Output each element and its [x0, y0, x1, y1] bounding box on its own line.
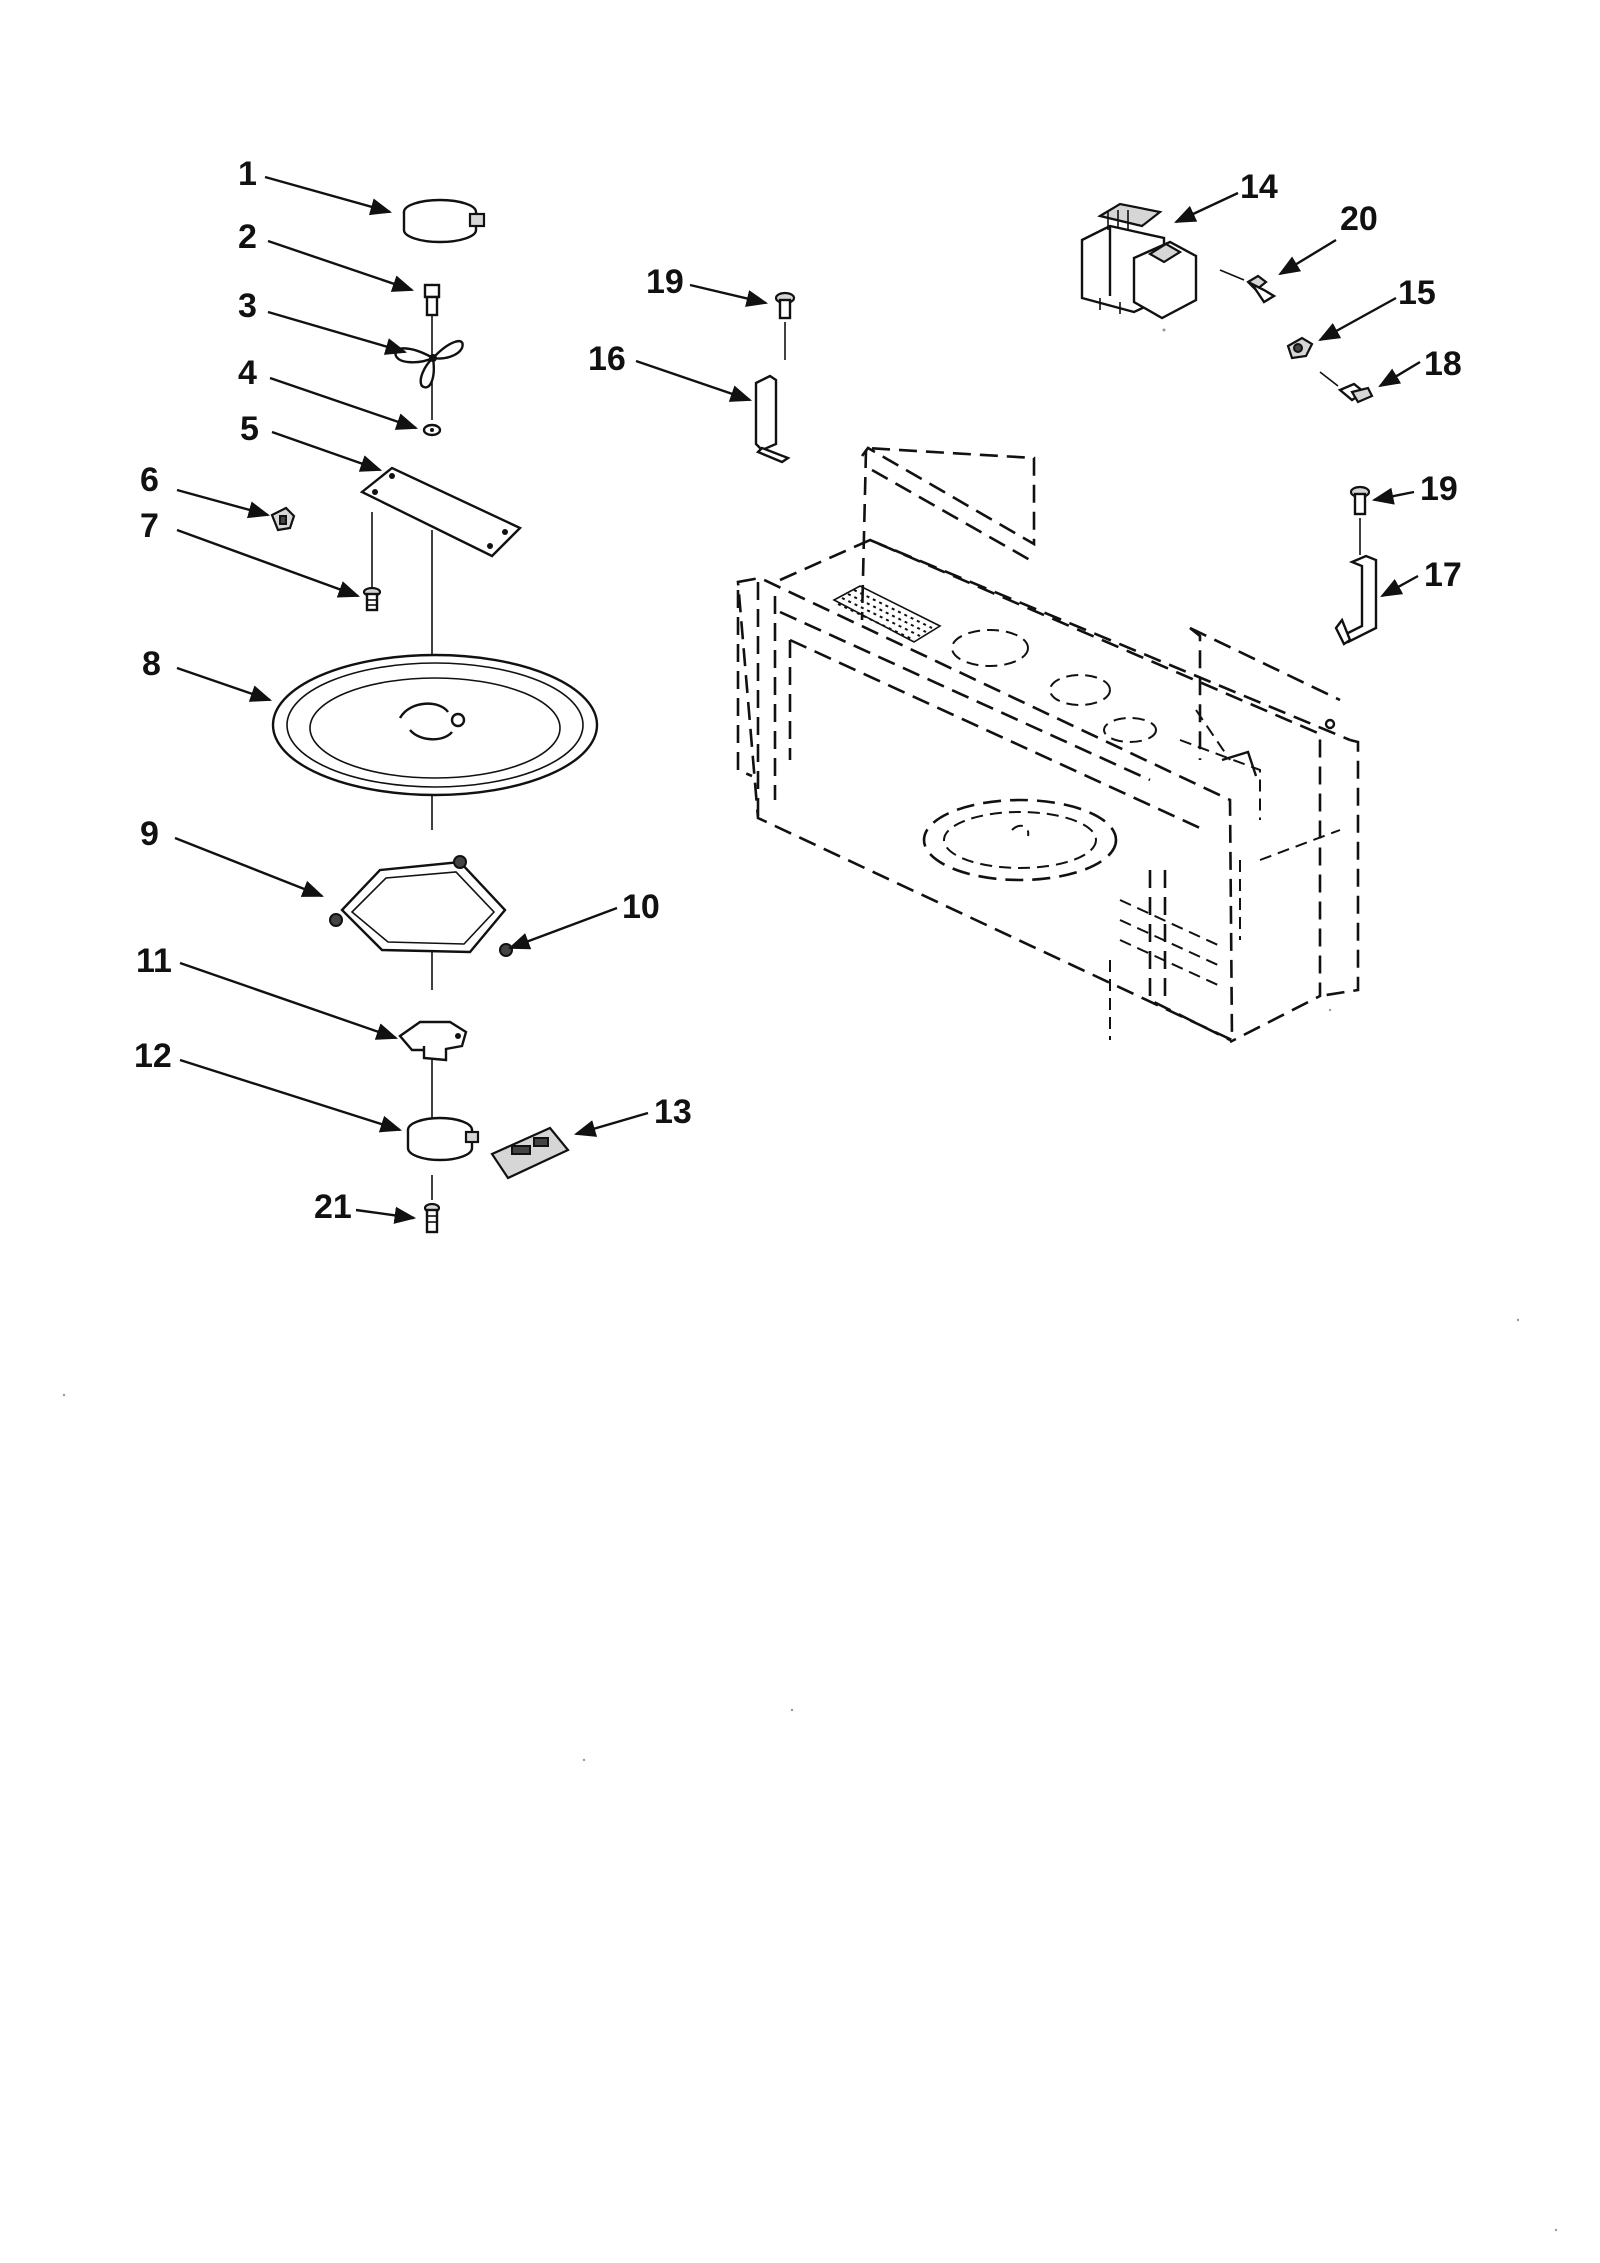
callout-4: 4 [238, 354, 257, 392]
callout-3: 3 [238, 287, 257, 325]
callout-15: 15 [1398, 274, 1436, 312]
callout-18: 18 [1424, 345, 1462, 383]
motor-part [402, 198, 486, 244]
callout-19-top: 19 [646, 263, 684, 301]
microwave-cavity-outline [736, 446, 1360, 1044]
screw-19b-part [1349, 485, 1371, 555]
screw-18-part [1319, 371, 1374, 404]
cover-plate-part [359, 466, 523, 558]
callout-17: 17 [1424, 556, 1462, 594]
callout-13: 13 [654, 1093, 692, 1131]
callout-20: 20 [1340, 200, 1378, 238]
callout-6: 6 [140, 461, 159, 499]
turntable-tray-part [271, 653, 599, 797]
roller-ring-part [329, 855, 513, 957]
callout-1: 1 [238, 155, 257, 193]
screw-19a-part [774, 291, 796, 360]
callout-9: 9 [140, 815, 159, 853]
callout-11: 11 [136, 942, 172, 980]
washer-part [422, 423, 442, 437]
callout-12: 12 [134, 1037, 172, 1075]
clip-part [270, 506, 296, 532]
callout-10: 10 [622, 888, 660, 926]
transformer-part [1080, 202, 1198, 320]
drive-motor-part [406, 1116, 480, 1162]
callout-2: 2 [238, 218, 257, 256]
screw-21-part [423, 1202, 441, 1234]
bracket-17-part [1334, 554, 1378, 646]
callout-8: 8 [142, 645, 161, 683]
callout-7: 7 [140, 507, 159, 545]
callout-5: 5 [240, 410, 259, 448]
screw-7-part [362, 586, 382, 612]
callout-21: 21 [314, 1188, 352, 1226]
leader-arrows [174, 175, 1421, 1224]
callout-labels: 1 2 3 4 5 6 7 8 9 10 11 12 13 14 15 16 1… [134, 155, 1462, 1226]
coupling-part [423, 283, 441, 317]
scan-specks [62, 328, 1558, 2232]
clip-15-part [1286, 336, 1314, 360]
callout-19-right: 19 [1420, 470, 1458, 508]
switch-part [490, 1126, 570, 1180]
screw-20-part [1219, 269, 1277, 304]
callout-16: 16 [588, 340, 626, 378]
fan-blade-part [394, 339, 464, 389]
coupler-part [398, 1020, 468, 1062]
bracket-16-part [754, 374, 791, 464]
callout-14: 14 [1240, 168, 1278, 206]
